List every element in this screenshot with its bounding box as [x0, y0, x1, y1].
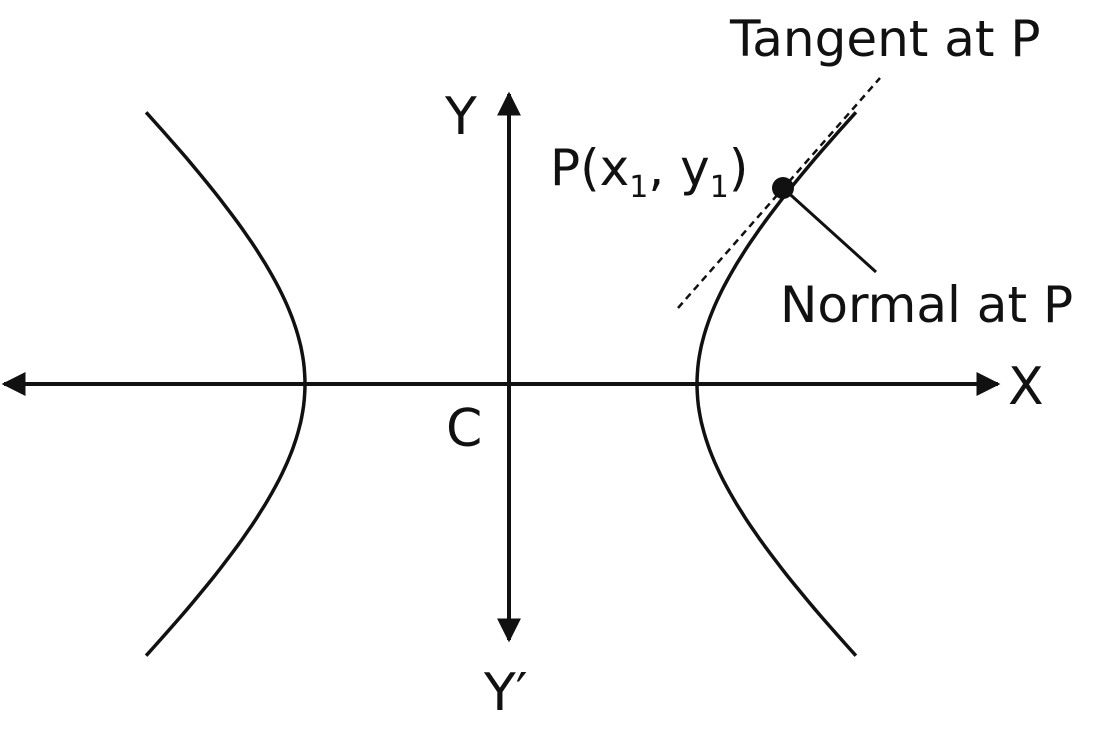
normal-line — [781, 186, 878, 274]
x-axis-label: X — [1008, 357, 1044, 417]
point-p — [772, 177, 794, 199]
tangent-label: Tangent at P — [729, 10, 1041, 68]
y-axis-neg-label: Y′ — [483, 663, 528, 723]
tangent-line — [677, 77, 881, 309]
point-p-label: P(x1, y1) — [550, 139, 748, 205]
y-axis-label: Y — [444, 87, 477, 147]
normal-label: Normal at P — [780, 276, 1073, 334]
hyperbola-right-branch — [695, 111, 858, 657]
center-label: C — [446, 399, 482, 459]
hyperbola-left-branch — [144, 111, 307, 657]
